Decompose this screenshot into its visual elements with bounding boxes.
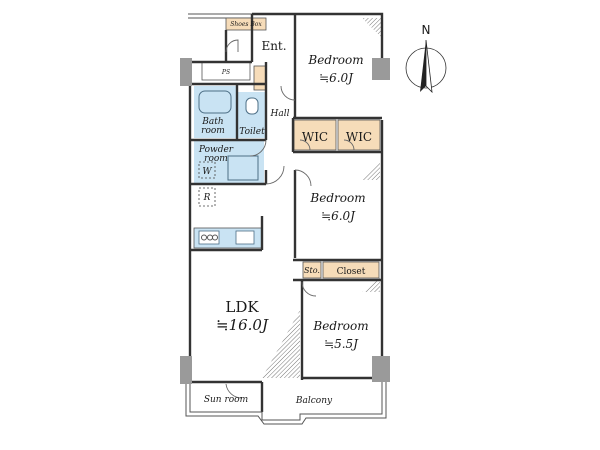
bedroom2-size: ≒6.0J (321, 209, 356, 223)
storage-label: Sto. (304, 266, 320, 275)
wic1-label: WIC (302, 130, 328, 144)
wic2-label: WIC (346, 130, 372, 144)
hall-label: Hall (270, 109, 290, 119)
refrigerator-marker (198, 187, 216, 207)
pillar (372, 58, 390, 80)
bedroom3-name: Bedroom (312, 319, 368, 333)
washbasin (227, 155, 259, 181)
pillars (180, 58, 390, 384)
closet-label: Closet (337, 267, 366, 277)
bedroom3-size: ≒5.5J (324, 337, 359, 351)
bathroom-label-1: Bath (201, 117, 223, 127)
washer-label: W (202, 167, 212, 177)
ps-label: PS (221, 69, 230, 76)
ldk-name: LDK (225, 298, 259, 316)
doors (225, 39, 355, 399)
powder-room-area (194, 140, 264, 184)
washer-marker (198, 161, 216, 179)
balcony-label: Balcony (295, 396, 333, 406)
bathtub (198, 90, 232, 114)
storage-area (302, 261, 322, 279)
hall-cabinet (253, 65, 267, 91)
toilet-label: Toilet (239, 127, 265, 137)
outer-corridor (188, 13, 252, 19)
walls (185, 12, 387, 425)
wic2-area (337, 119, 381, 151)
bedroom1-name: Bedroom (307, 53, 363, 67)
hatch-marks (262, 18, 382, 378)
shoes-box-label: Shoes Box (230, 21, 262, 28)
pillar (372, 356, 390, 382)
toilet-bowl (245, 97, 259, 115)
closet-area (322, 261, 380, 279)
bedroom1-size: ≒6.0J (319, 71, 354, 85)
pillar (180, 356, 192, 384)
refrigerator-label: R (203, 193, 211, 203)
bedroom2-name: Bedroom (309, 191, 365, 205)
sink (235, 230, 255, 245)
north-compass-icon: N (405, 23, 447, 94)
bathroom-label-2: room (201, 126, 225, 136)
stove-icon (198, 230, 220, 245)
shoes-box-area (225, 17, 267, 31)
sunroom-label: Sun room (204, 395, 248, 405)
entrance-label: Ent. (261, 39, 286, 53)
powder-room-label-1: Powder (198, 145, 234, 155)
powder-room-label-2: room (204, 154, 228, 164)
ldk-size: ≒16.0J (216, 316, 269, 334)
wet-areas (193, 86, 266, 249)
pillar (180, 58, 192, 86)
room-labels: Shoes Box Ent. PS Hall Bath room Toilet … (198, 21, 372, 406)
north-label: N (422, 23, 431, 37)
